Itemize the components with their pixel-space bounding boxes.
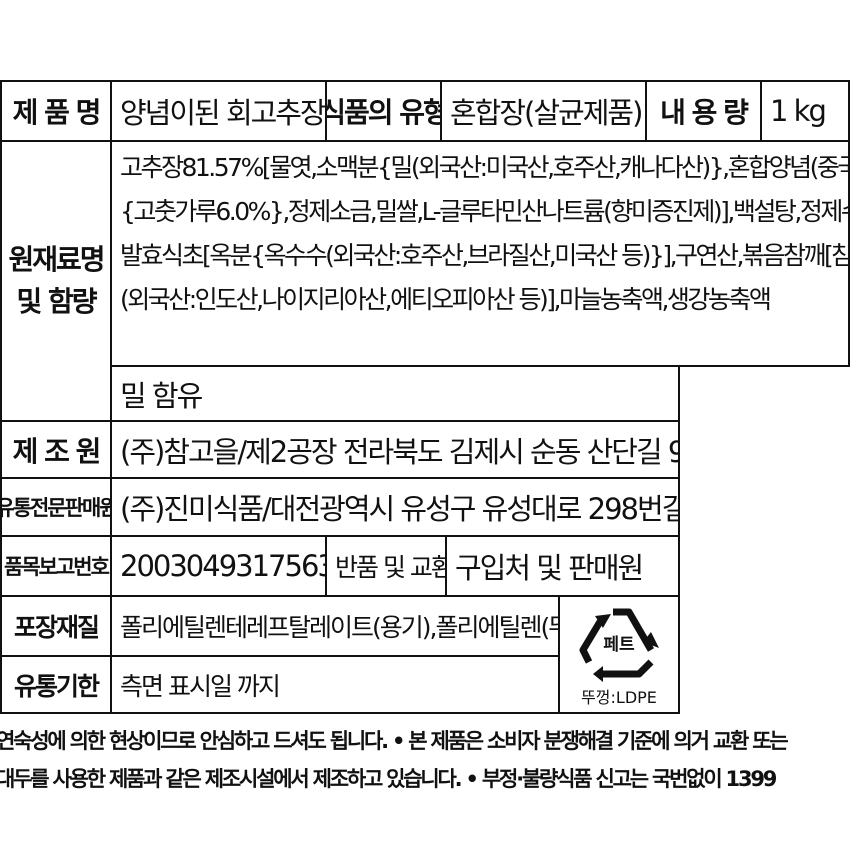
manufacturer: (주)참고을/제2공장 전라북도 김제시 순동 산단길 95-17 [110,420,680,479]
product-name: 양념이된 회고추장 [110,80,327,142]
recycle-label: 페트 [603,634,635,655]
distributor: (주)진미식품/대전광역시 유성구 유성대로 298번길 132 [110,477,680,537]
packaging-label: 포장재질 [0,595,112,657]
ingredients-line: (외국산:인도산,나이지리아산,에티오피아산 등)],마늘농축액,생강농축액 [120,285,772,314]
volume: 1 kg [760,80,850,142]
allergen: 밀 함유 [110,365,680,422]
footer-line: 연숙성에 의한 현상이므로 안심하고 드셔도 됩니다. • 본 제품은 소비자 … [0,729,789,753]
recycle-icon: 페트 [571,602,667,682]
manufacturer-label: 제 조 원 [0,420,112,479]
expiry-label: 유통기한 [0,655,112,714]
report-number: 20030493175​63 [110,535,327,597]
ingredients-line: 발효식초[옥분{옥수수(외국산:호주산,브라질산,미국산 등)}],구연산,볶음… [120,241,850,270]
footer-line: 대두를 사용한 제품과 같은 제조시설에서 제조하고 있습니다. • 부정·불량… [0,767,777,791]
distributor-label: 유통전문판매원 [0,477,112,537]
packaging: 폴리에틸렌테레프탈레이트(용기),폴리에틸렌(뚜껑) [110,595,560,657]
ingredients-list: 고추장81.57%[물엿,소맥분{밀(외국산:미국산,호주산,캐나다산)},혼합… [110,140,850,367]
return-place: 구입처 및 판매원 [445,535,680,597]
recycle-mark: 페트 뚜껑:LDPE [558,595,680,714]
ingredients-line: 고추장81.57%[물엿,소맥분{밀(외국산:미국산,호주산,캐나다산)},혼합… [120,153,850,182]
product-name-label: 제 품 명 [0,80,112,142]
lid-material: 뚜껑:LDPE [581,687,657,707]
volume-label: 내 용 량 [645,80,762,142]
food-type-label: 식품의 유형 [325,80,442,142]
ingredients-line: {고춧가루6.0%},정제소금,밀쌀,L-글루타민산나트륨(향미증진제)],백설… [120,197,848,226]
expiry: 측면 표시일 까지 [110,655,560,714]
ingredients-label-line1: 원재료명 [8,243,105,276]
return-label: 반품 및 교환 [325,535,447,597]
ingredients-label-line2: 및 함량 [16,285,97,318]
ingredients-label: 원재료명 및 함량 [0,140,112,422]
food-type: 혼합장(살균제품) [440,80,647,142]
report-number-label: 품목보고번호 [0,535,112,597]
